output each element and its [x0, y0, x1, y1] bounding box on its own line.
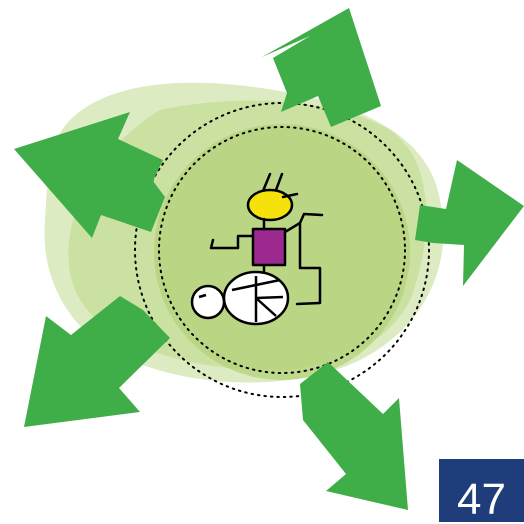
page-number-text: 47 [457, 478, 506, 522]
outward-arrow-icon [300, 362, 408, 510]
page-number-badge: 47 [439, 459, 524, 522]
